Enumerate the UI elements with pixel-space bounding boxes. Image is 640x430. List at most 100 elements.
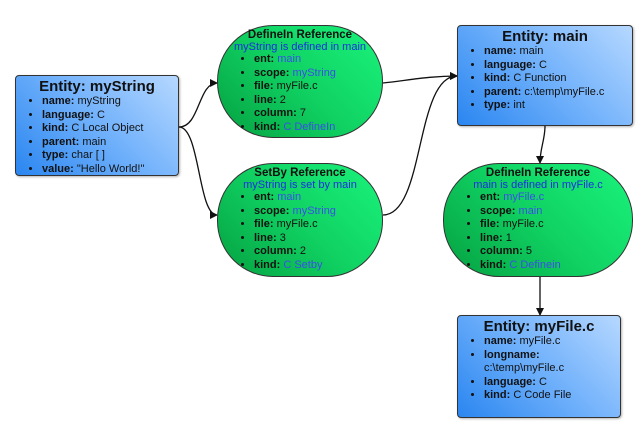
node-title: Entity: main [502,28,588,45]
property-label: line: [254,231,277,244]
property-value: myString [292,204,336,217]
property-value: C Function [513,72,567,85]
property-item: line: 3 [254,232,382,246]
property-item: ent: main [254,191,382,205]
property-item: column: 7 [254,107,382,121]
node-subtitle: myString is set by main [243,179,357,191]
property-item: parent: c:\temp\myFile.c [484,86,632,100]
property-value: main [518,204,543,217]
property-list: name: myFile.clongname:c:\temp\myFile.cl… [458,335,620,403]
property-list: ent: myFile.cscope: mainfile: myFile.cli… [444,191,632,273]
property-label: parent: [484,85,522,98]
property-label: kind: [254,258,281,271]
property-label: line: [480,231,503,244]
property-value: 2 [299,245,306,258]
property-label: type: [484,99,511,112]
property-item: language: C [484,376,620,390]
property-value: C Code File [513,389,572,402]
property-value: main [519,45,544,57]
property-label: file: [254,80,274,93]
property-value: main [277,53,302,65]
property-label: ent: [254,191,275,203]
property-label: language: [484,58,536,71]
property-label: longname: [484,348,540,361]
property-item: kind: C Local Object [42,122,178,136]
property-item: column: 5 [480,245,632,259]
property-label: scope: [254,204,290,217]
property-list: ent: mainscope: myStringfile: myFile.cli… [218,53,382,135]
property-item: type: char [ ] [42,149,178,163]
property-value: c:\temp\myFile.c [524,85,605,98]
property-item: kind: C Function [484,72,632,86]
property-item: parent: main [42,136,178,150]
property-value: 2 [279,93,286,106]
property-label: parent: [42,135,80,148]
property-label: column: [254,245,297,258]
property-item: scope: main [480,205,632,219]
property-item: column: 2 [254,245,382,259]
node-title: DefineIn Reference [485,167,591,179]
property-label: column: [254,107,297,120]
property-value: myFile.c [519,335,561,347]
property-item: file: myFile.c [254,218,382,232]
property-value: 1 [505,231,512,244]
edge-arrow-ref-setby-mystring-to-entity-main [382,72,458,216]
property-label: kind: [42,122,69,135]
property-value: c:\temp\myFile.c [484,362,565,375]
property-value: C [97,108,105,121]
property-item: kind: C Code File [484,389,620,403]
property-label: file: [254,218,274,231]
property-item: kind: C Definein [480,259,632,273]
property-item: scope: myString [254,67,382,81]
property-value: char [ ] [71,149,105,162]
property-label: ent: [254,53,275,65]
property-item: language: C [42,109,178,123]
property-value: myString [292,66,336,79]
property-value: 5 [525,245,532,258]
edge-arrow-ref-definein-mystring-to-entity-main [382,72,458,84]
property-label: type: [42,149,69,162]
node-subtitle: main is defined in myFile.c [473,179,603,191]
property-value: 7 [299,107,306,120]
property-item: scope: myString [254,205,382,219]
property-value: C Local Object [71,122,144,135]
property-item: name: main [484,45,632,59]
property-value: 3 [279,231,286,244]
property-value: C Definein [509,258,561,271]
property-item: ent: myFile.c [480,191,632,205]
property-item: value: "Hello World!" [42,163,178,177]
node-title: Entity: myFile.c [483,318,595,335]
node-entity-main[interactable]: Entity: mainname: mainlanguage: Ckind: C… [457,25,633,126]
node-entity-mystring[interactable]: Entity: myStringname: myStringlanguage: … [15,75,179,176]
property-value: myString [77,95,121,107]
property-item: kind: C Setby [254,259,382,273]
property-list: name: myStringlanguage: Ckind: C Local O… [16,95,178,177]
property-label: kind: [484,72,511,85]
property-item: language: C [484,59,632,73]
property-label: name: [484,45,517,57]
property-value: myFile.c [276,218,318,231]
property-item: line: 2 [254,94,382,108]
property-value: myFile.c [502,218,544,231]
property-value: C Setby [283,258,323,271]
property-label: kind: [480,258,507,271]
property-value: C [539,58,547,71]
property-label: file: [480,218,500,231]
property-label: name: [42,95,75,107]
property-label: kind: [254,120,281,133]
property-item: file: myFile.c [254,80,382,94]
property-item: name: myFile.c [484,335,620,349]
property-item: line: 1 [480,232,632,246]
node-title: DefineIn Reference [247,29,353,41]
property-label: scope: [480,204,516,217]
property-label: language: [42,108,94,121]
property-label: name: [484,335,517,347]
node-subtitle: myString is defined in main [233,41,367,53]
property-item: name: myString [42,95,178,109]
property-label: scope: [254,66,290,79]
property-item: ent: main [254,53,382,67]
node-entity-myfile[interactable]: Entity: myFile.cname: myFile.clongname:c… [457,315,621,418]
